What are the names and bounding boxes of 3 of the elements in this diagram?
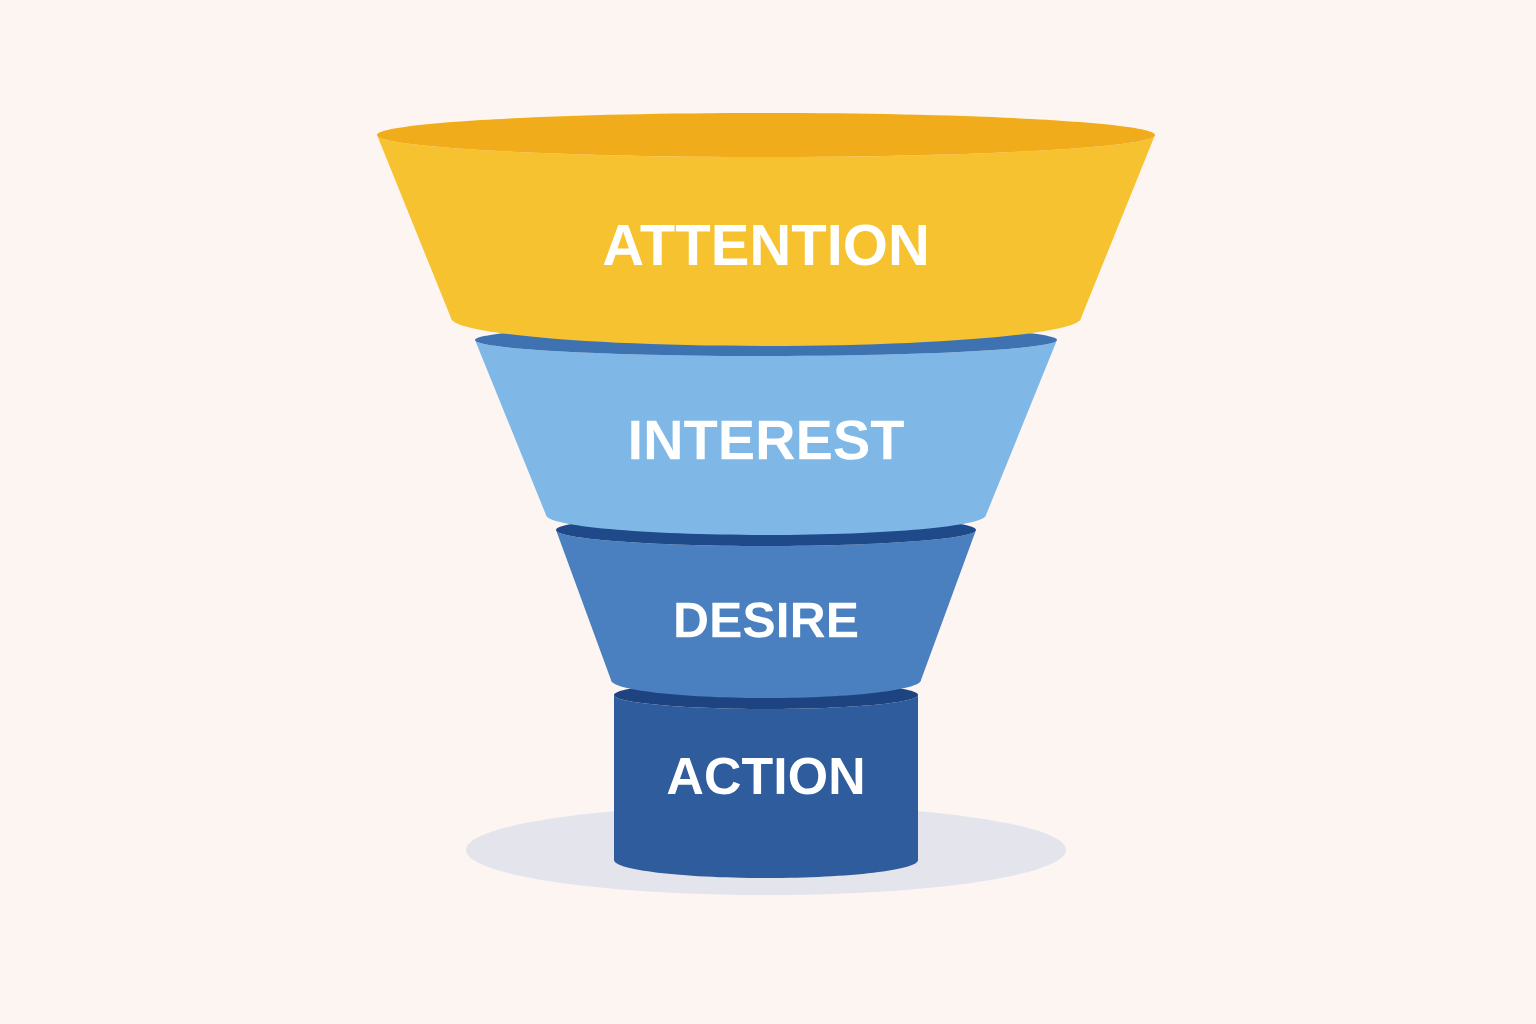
funnel-segment: ATTENTION [377,113,1155,346]
funnel-segment: INTEREST [475,324,1057,535]
funnel-segment: ACTION [614,681,918,878]
